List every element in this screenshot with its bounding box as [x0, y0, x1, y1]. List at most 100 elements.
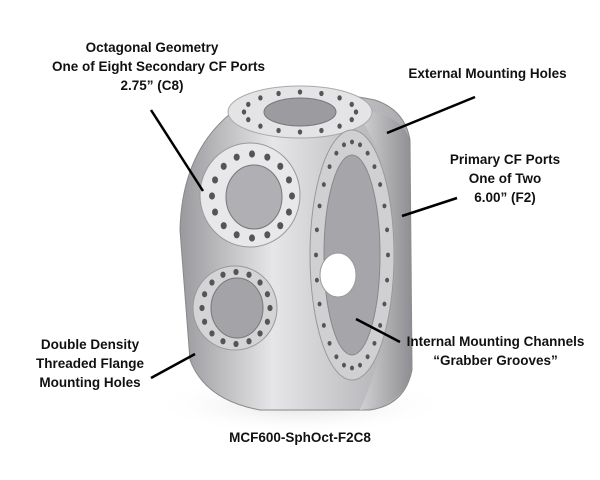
bolt-hole [277, 162, 284, 170]
bolt-hole [378, 323, 383, 328]
label-line: One of Eight Secondary CF Ports [52, 59, 266, 74]
label-external-mounting-holes: External Mounting Holes [408, 66, 567, 81]
bolt-hole [334, 150, 339, 156]
bolt-hole [289, 192, 295, 200]
bolt-hole [233, 231, 240, 239]
bolt-hole [319, 90, 324, 97]
bolt-hole [385, 227, 390, 233]
bolt-hole [201, 291, 208, 298]
bolt-hole [358, 142, 363, 148]
secondary-port-bore [225, 164, 283, 230]
bolt-hole [321, 323, 326, 328]
bolt-hole [264, 153, 271, 161]
bolt-hole [264, 318, 271, 325]
bolt-hole [378, 182, 383, 187]
label-line: Primary CF Ports [449, 152, 561, 167]
bolt-hole [212, 208, 219, 216]
label-line: Octagonal Geometry [85, 40, 219, 55]
bolt-hole [358, 362, 363, 368]
label-internal-mounting-channels: Internal Mounting Channels “Grabber Groo… [398, 332, 593, 370]
mounting-holes [199, 89, 390, 371]
bolt-hole [350, 365, 354, 371]
bolt-hole [220, 162, 227, 170]
leader-line-double [150, 352, 196, 380]
model-number: MCF600-SphOct-F2C8 [229, 430, 371, 445]
inner-port-opening [319, 252, 357, 298]
bolt-hole [276, 90, 281, 97]
bolt-hole [341, 142, 346, 148]
leader-line-external [386, 95, 476, 135]
label-line: Mounting Holes [39, 375, 141, 390]
bolt-hole [233, 153, 240, 161]
bolt-hole [201, 318, 208, 325]
bolt-hole [246, 271, 252, 278]
label-line: Threaded Flange [35, 356, 145, 371]
bolt-hole [319, 127, 324, 134]
label-octagonal-geometry: Octagonal Geometry One of Eight Secondar… [52, 38, 266, 95]
bolt-hole [257, 279, 263, 286]
bolt-hole [209, 192, 215, 200]
leader-lines [149, 95, 476, 380]
bolt-hole [258, 123, 263, 129]
label-double-density: Double Density Threaded Flange Mounting … [20, 335, 160, 392]
top-port-bore [263, 97, 337, 127]
bolt-hole [372, 340, 377, 346]
bolt-hole [337, 95, 342, 101]
bolt-hole [327, 164, 332, 170]
bolt-hole [220, 338, 226, 345]
bolt-hole [385, 277, 390, 283]
bolt-hole [220, 222, 227, 230]
leader-line-primary [401, 196, 458, 218]
label-line: Internal Mounting Channels [406, 334, 585, 349]
bolt-hole [264, 291, 271, 298]
leader-line-octagonal [149, 109, 205, 192]
bolt-hole [365, 150, 370, 156]
bolt-hole [233, 268, 239, 276]
bolt-hole [372, 164, 377, 170]
bolt-hole [382, 301, 387, 307]
bolt-hole [277, 222, 284, 230]
bolt-hole [353, 109, 359, 115]
bolt-hole [220, 271, 226, 278]
bolt-hole [317, 301, 322, 307]
bolt-hole [233, 340, 239, 348]
bolt-hole [246, 101, 251, 107]
bolt-hole [209, 330, 215, 337]
bolt-hole [334, 354, 339, 360]
bolt-hole [264, 231, 271, 239]
bolt-hole [386, 252, 390, 258]
bolt-hole [241, 109, 247, 115]
label-line: 6.00” (F2) [474, 190, 536, 205]
right-face [355, 110, 412, 410]
bolt-hole [321, 182, 326, 187]
bolt-hole [382, 203, 387, 209]
lower-port-bore [210, 277, 264, 339]
bolt-hole [314, 227, 319, 233]
bolt-hole [314, 252, 318, 258]
bolt-hole [317, 203, 322, 209]
bolt-hole [276, 127, 281, 134]
bolt-hole [349, 117, 354, 123]
bolt-hole [350, 139, 354, 145]
bolt-hole [285, 208, 292, 216]
primary-port-bore [323, 154, 381, 356]
bolt-hole [341, 362, 346, 368]
bolt-hole [327, 340, 332, 346]
label-line: Double Density [40, 337, 140, 352]
bolt-hole [337, 123, 342, 129]
bolt-hole [285, 176, 292, 184]
bolt-hole [246, 117, 251, 123]
bolt-hole [249, 150, 255, 158]
bolt-hole [249, 234, 255, 242]
bolt-hole [258, 95, 263, 101]
label-line: “Grabber Grooves” [433, 353, 558, 368]
bolt-hole [209, 279, 215, 286]
label-line: One of Two [468, 171, 542, 186]
bolt-hole [267, 304, 273, 312]
bolt-hole [212, 176, 219, 184]
leader-line-internal [355, 317, 401, 344]
bolt-hole [314, 277, 319, 283]
label-line: 2.75” (C8) [120, 78, 184, 93]
